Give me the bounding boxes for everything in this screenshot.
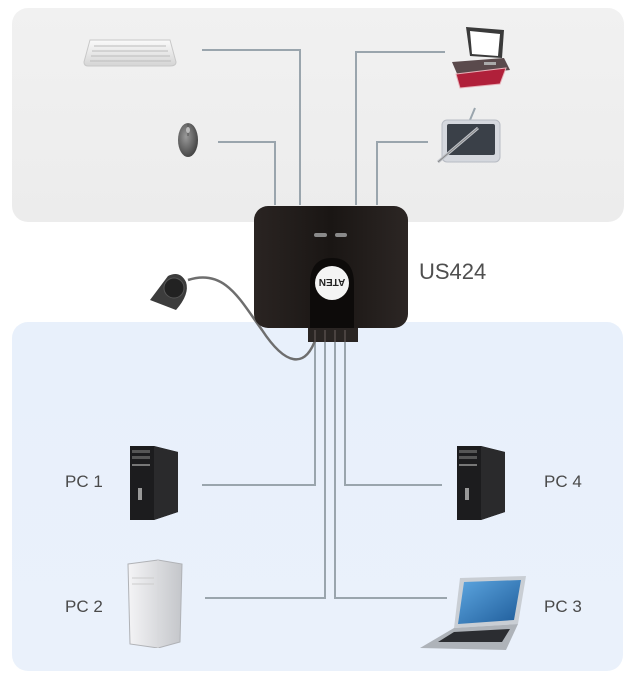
mouse-icon xyxy=(178,123,198,157)
remote-port-selector-icon[interactable] xyxy=(146,270,194,314)
wire-pc1 xyxy=(202,340,316,486)
wire-keyboard xyxy=(202,49,301,205)
pc2-mac-pro-tower-icon[interactable] xyxy=(124,558,184,648)
brand-logo: ATEN xyxy=(319,276,345,287)
usb-switch-icon[interactable]: ATEN xyxy=(252,206,412,346)
pc3-label: PC 3 xyxy=(544,597,582,616)
printer-icon xyxy=(452,27,510,89)
pc4-desktop-tower-icon[interactable] xyxy=(453,444,513,522)
select-button xyxy=(315,266,349,300)
pc3-laptop-icon[interactable] xyxy=(418,574,530,654)
wire-tablet xyxy=(376,141,428,205)
pc2-label: PC 2 xyxy=(65,597,103,616)
computers-panel xyxy=(12,322,623,671)
pc4-label: PC 4 xyxy=(544,472,582,491)
pc1-label: PC 1 xyxy=(65,472,103,491)
drawing-tablet-icon xyxy=(437,119,501,164)
wire-pc3 xyxy=(334,340,447,599)
wire-printer xyxy=(355,51,445,205)
wire-mouse xyxy=(218,141,276,205)
switch-model-label: US424 xyxy=(419,259,487,284)
wire-printer-tablet xyxy=(469,107,476,121)
pc1-desktop-tower-icon[interactable] xyxy=(126,444,186,522)
wire-pc2 xyxy=(205,340,326,599)
wire-pc4 xyxy=(344,340,442,486)
keyboard-icon xyxy=(83,39,177,67)
wire-remote xyxy=(187,276,318,361)
